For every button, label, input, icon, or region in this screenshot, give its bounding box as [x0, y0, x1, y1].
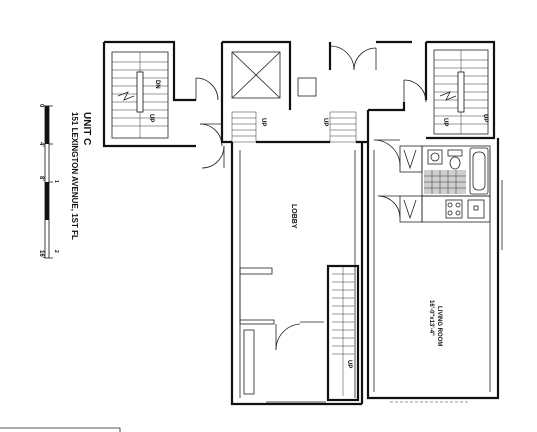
left-stair-dn-label: DN — [154, 80, 160, 89]
unit-title: UNIT C — [81, 112, 92, 145]
left-stair-up-label: UP — [148, 114, 154, 122]
scale-tick-2m: 2 — [53, 250, 59, 253]
scale-bar: 0 4' 8' 16' 1 2 — [38, 104, 59, 259]
lobby-label: LOBBY — [290, 204, 297, 229]
bottom-legend-box — [0, 427, 121, 432]
right-stair-up-label: UP — [482, 114, 488, 122]
scale-tick-16: 16' — [38, 250, 44, 259]
right-stair: UP UP — [368, 40, 496, 167]
title-block: UNIT C 151 LEXINGTON AVENUE, 1ST FL — [70, 112, 92, 240]
scale-tick-0: 0 — [38, 104, 44, 108]
scale-tick-1m: 1 — [53, 180, 59, 183]
lobby-stair-up-right: UP — [322, 118, 328, 126]
unit-c: LIVING ROOM 16'-0"x13'-4" — [366, 138, 503, 403]
lobby: LOBBY UP — [230, 142, 364, 406]
scale-tick-8: 8' — [38, 176, 44, 181]
scale-tick-4: 4' — [38, 142, 44, 147]
right-stair-up-label-2: UP — [442, 118, 448, 126]
living-room-label: LIVING ROOM — [436, 306, 442, 346]
elevator-core: UP UP — [220, 40, 412, 144]
address-title: 151 LEXINGTON AVENUE, 1ST FL — [70, 112, 79, 240]
lobby-stair-up-left: UP — [260, 118, 266, 126]
lower-stair-up-label: UP — [346, 360, 352, 368]
living-room-dims: 16'-0"x13'-4" — [428, 300, 434, 336]
left-stair: DN UP — [102, 40, 225, 169]
